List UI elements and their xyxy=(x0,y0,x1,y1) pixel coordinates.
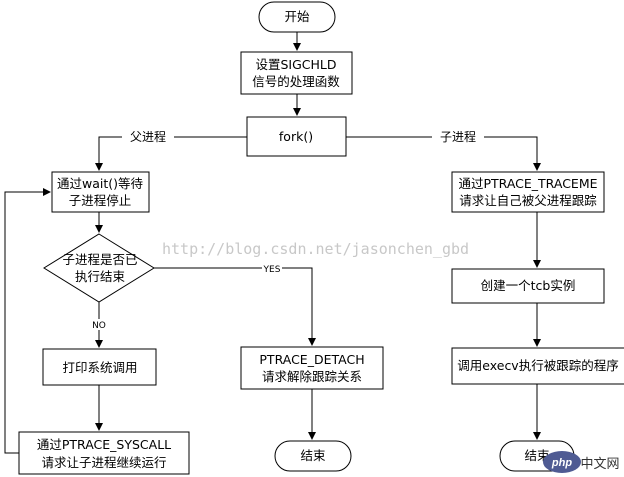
fork-label: fork() xyxy=(279,129,313,144)
start-label: 开始 xyxy=(284,9,310,24)
ptrace-detach-line1: PTRACE_DETACH xyxy=(259,352,364,367)
php-logo-text: php xyxy=(551,457,572,469)
php-logo-icon xyxy=(543,451,581,473)
edge-fork-to-child xyxy=(346,136,541,171)
print-syscall-label: 打印系统调用 xyxy=(62,360,137,375)
ptrace-detach-box: PTRACE_DETACH 请求解除跟踪关系 xyxy=(240,346,384,390)
execv-box: 调用execv执行被跟踪的程序 xyxy=(451,347,624,385)
ptrace-traceme-line2: 请求让自己被父进程跟踪 xyxy=(459,193,597,208)
yes-label-bg xyxy=(262,263,282,274)
no-label: NO xyxy=(92,321,106,331)
ptrace-detach-line2: 请求解除跟踪关系 xyxy=(262,369,362,384)
ptrace-traceme-box: 通过PTRACE_TRACEME 请求让自己被父进程跟踪 xyxy=(451,171,605,213)
parent-label-bg xyxy=(122,129,174,145)
decision-line1: 子进程是否已 xyxy=(62,252,137,267)
fork-box: fork() xyxy=(246,116,347,157)
set-sigchld-box: 设置SIGCHLD 信号的处理函数 xyxy=(240,51,353,95)
child-process-label: 子进程 xyxy=(440,129,476,144)
parent-wait-line1: 通过wait()等待 xyxy=(57,176,144,191)
watermark-text: http://blog.csdn.net/jasonchen_gbd xyxy=(162,240,469,258)
create-tcb-label: 创建一个tcb实例 xyxy=(481,278,576,293)
create-tcb-box: 创建一个tcb实例 xyxy=(451,268,605,304)
end-left-node: 结束 xyxy=(274,440,352,472)
decision-diamond: 子进程是否已 执行结束 xyxy=(43,233,155,303)
print-syscall-box: 打印系统调用 xyxy=(42,348,157,386)
ptrace-traceme-line1: 通过PTRACE_TRACEME xyxy=(458,176,597,191)
no-label-bg xyxy=(90,319,108,330)
php-cn-text: 中文网 xyxy=(580,457,619,472)
edges xyxy=(4,32,541,454)
edge-syscall-loop xyxy=(4,188,51,454)
edge-fork-to-parent xyxy=(95,136,247,171)
parent-process-label: 父进程 xyxy=(130,129,166,144)
start-node: 开始 xyxy=(258,1,336,33)
ptrace-syscall-box: 通过PTRACE_SYSCALL 请求让子进程继续运行 xyxy=(18,431,190,475)
yes-label: YES xyxy=(263,265,281,275)
execv-label: 调用execv执行被跟踪的程序 xyxy=(457,358,618,373)
php-cn-badge: php 中文网 xyxy=(543,451,620,473)
parent-wait-line2: 子进程停止 xyxy=(69,193,132,208)
ptrace-syscall-line2: 请求让子进程继续运行 xyxy=(41,455,166,470)
set-sigchld-line1: 设置SIGCHLD xyxy=(255,57,336,72)
edge-decision-yes xyxy=(154,267,316,346)
end-left-label: 结束 xyxy=(300,448,326,463)
decision-line2: 执行结束 xyxy=(75,269,126,284)
parent-wait-box: 通过wait()等待 子进程停止 xyxy=(51,171,150,213)
ptrace-syscall-line1: 通过PTRACE_SYSCALL xyxy=(37,437,171,452)
set-sigchld-line2: 信号的处理函数 xyxy=(252,74,340,89)
child-label-bg xyxy=(432,129,484,145)
